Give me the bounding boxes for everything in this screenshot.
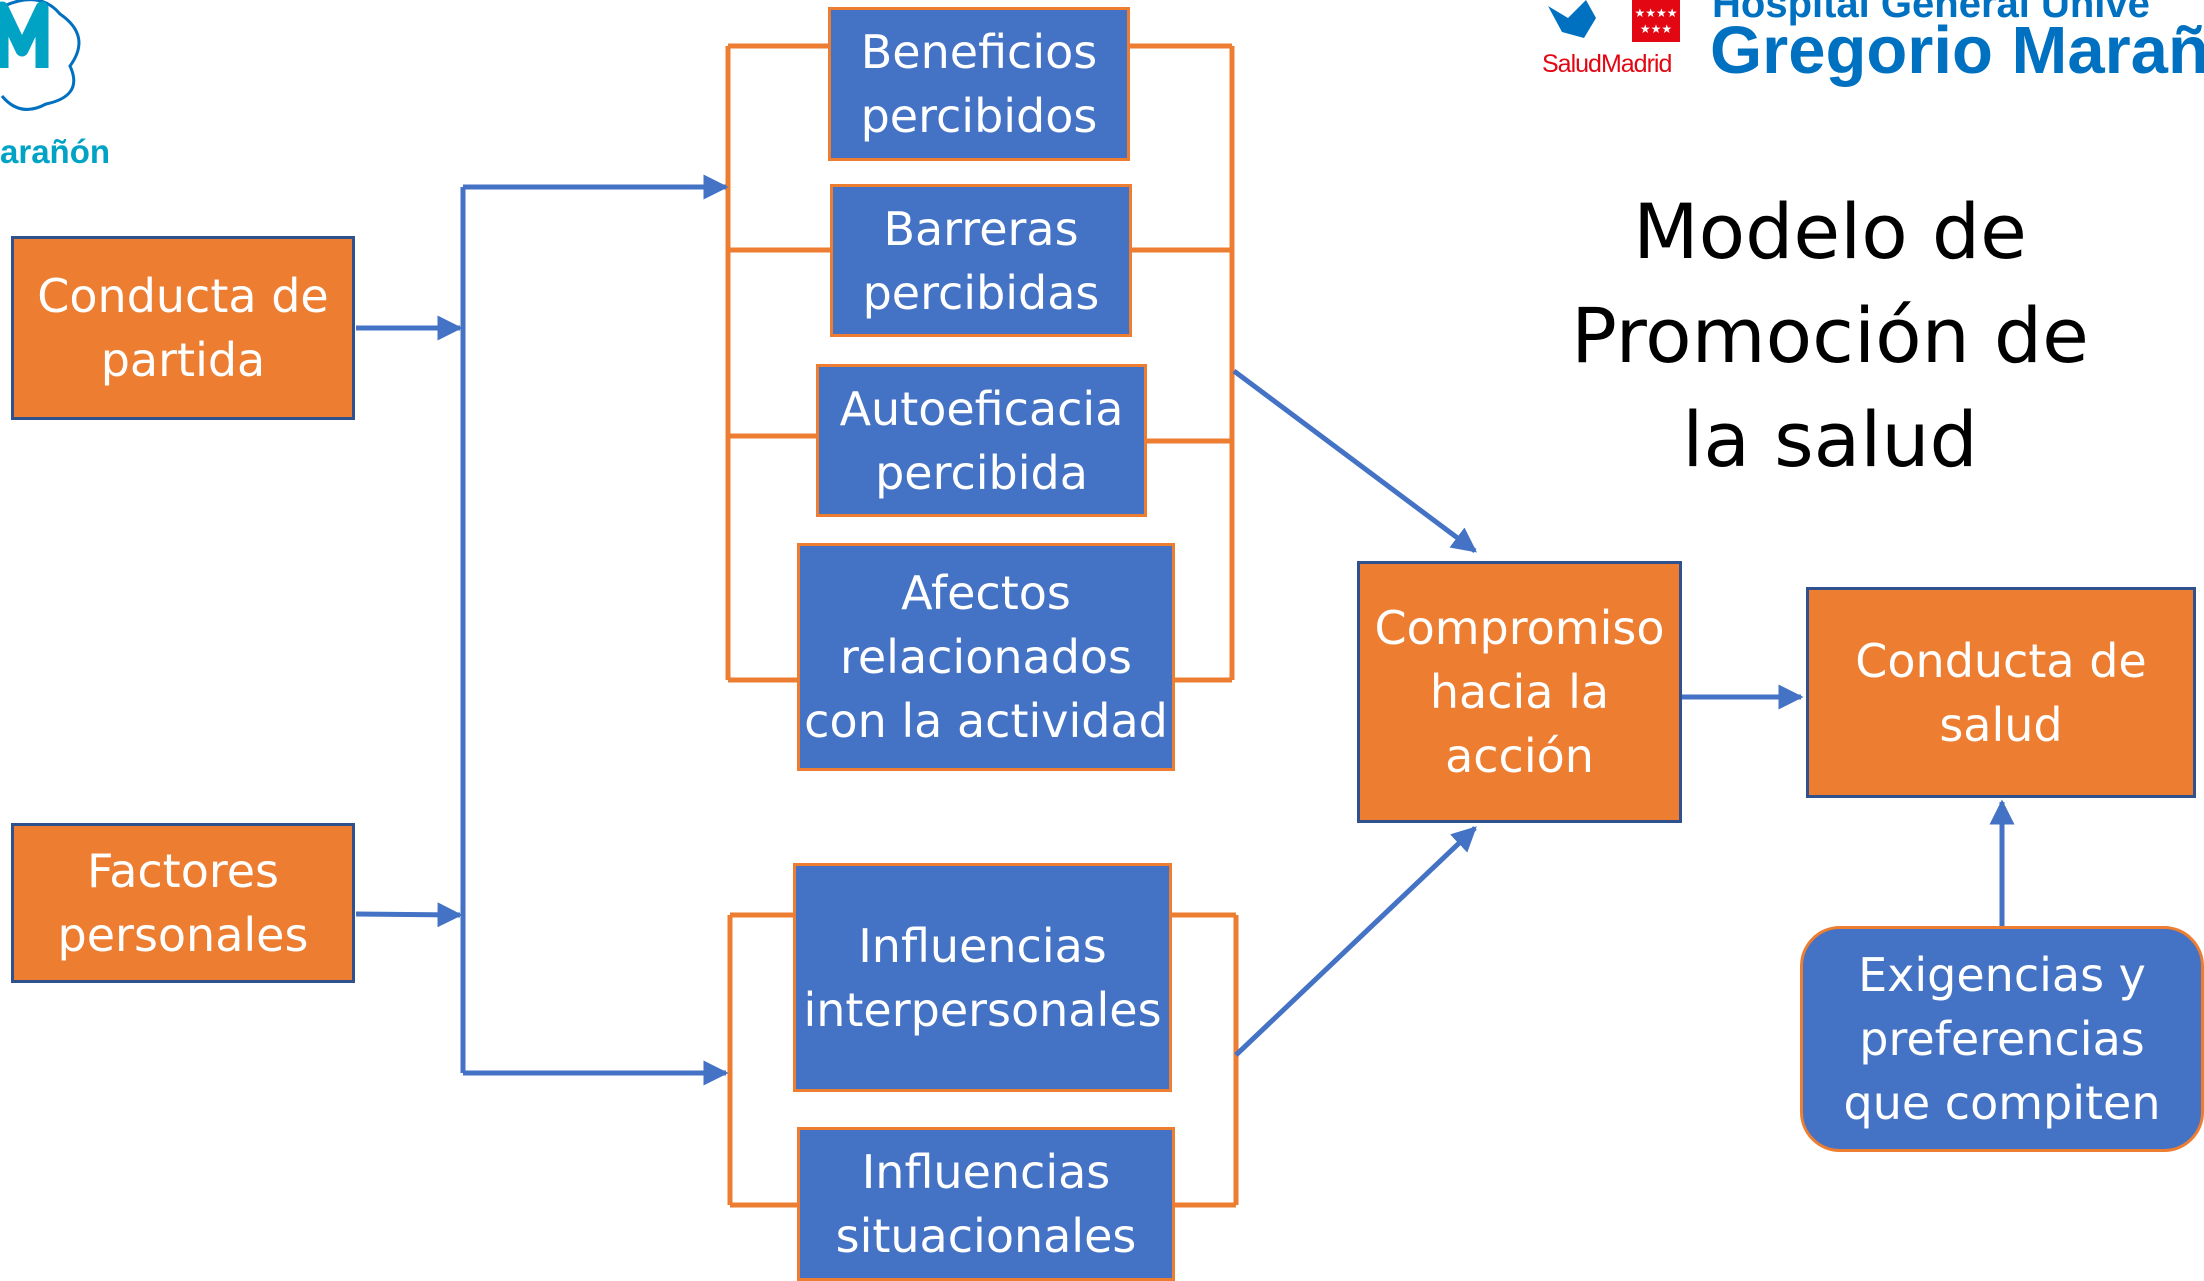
hospital-name-top: Hospital General Unive [1712,0,2150,26]
left-logo-icon [0,0,81,111]
node-label: Factores personales [57,844,309,962]
community-madrid-icon: ★★★★ ★★★ [1548,0,1680,42]
left-logo: arañón [0,0,120,170]
node-autoeficacia: Autoeficacia percibida [816,364,1147,517]
upper-group-bracket [725,43,1235,683]
node-conducta-partida: Conducta de partida [11,236,355,420]
node-label: Autoeficacia percibida [839,381,1124,500]
node-barreras: Barreras percibidas [830,184,1132,337]
node-afectos: Afectos relacionados con la actividad [797,543,1175,771]
node-influencias-situacionales: Influencias situacionales [797,1127,1175,1281]
node-compromiso: Compromiso hacia la acción [1357,561,1682,823]
node-label: Conducta de partida [37,269,329,387]
right-logo: ★★★★ ★★★ SaludMadrid Hospital General Un… [1540,0,2204,100]
node-beneficios: Beneficios percibidos [828,7,1130,161]
svg-text:★★★★: ★★★★ [1634,6,1677,20]
node-label: Compromiso hacia la acción [1374,601,1665,783]
node-label: Beneficios percibidos [860,25,1098,143]
left-logo-text: arañón [0,133,111,170]
salud-madrid-label: SaludMadrid [1542,50,1672,78]
node-exigencias: Exigencias y preferencias que compiten [1800,926,2204,1152]
svg-text:★★★: ★★★ [1640,22,1672,36]
node-label: Influencias situacionales [835,1145,1137,1263]
slide-title: Modelo de Promoción de la salud [1571,187,2089,484]
node-conducta-salud: Conducta de salud [1806,587,2196,798]
node-label: Conducta de salud [1855,633,2147,752]
flow-arrows [355,174,2015,1086]
lower-group-bracket [727,912,1239,1208]
node-label: Barreras percibidas [862,201,1100,320]
node-label: Afectos relacionados con la actividad [804,566,1168,748]
hospital-name-main: Gregorio Marañ [1710,13,2204,88]
node-influencias-interpersonales: Influencias interpersonales [793,863,1172,1092]
node-factores-personales: Factores personales [11,823,355,983]
node-label: Influencias interpersonales [803,918,1162,1037]
node-label: Exigencias y preferencias que compiten [1843,948,2161,1130]
